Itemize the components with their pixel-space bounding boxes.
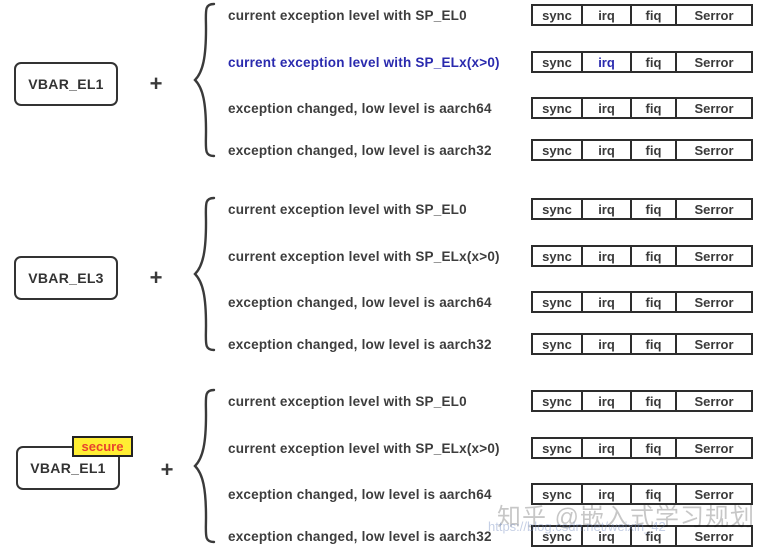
vector-table: sync irq fiq Serror [531, 245, 753, 267]
cell-fiq: fiq [630, 527, 675, 545]
cell-sync: sync [542, 336, 572, 352]
register-name: VBAR_EL3 [28, 270, 104, 286]
cell-sync: sync [542, 486, 572, 502]
cell-sync: sync [542, 7, 572, 23]
curly-brace-icon [193, 388, 216, 544]
cell-irq: irq [581, 392, 630, 410]
vector-table: sync irq fiq Serror [531, 139, 753, 161]
cell-sync: sync [542, 393, 572, 409]
vector-table: sync irq fiq Serror [531, 97, 753, 119]
exception-row: current exception level with SP_EL0 sync… [228, 198, 753, 220]
exception-label: exception changed, low level is aarch32 [228, 142, 492, 158]
exception-row: exception changed, low level is aarch64 … [228, 291, 753, 313]
cell-fiq: fiq [630, 392, 675, 410]
secure-badge: secure [72, 436, 133, 457]
cell-irq: irq [581, 6, 630, 24]
vector-table: sync irq fiq Serror [531, 4, 753, 26]
cell-irq: irq [581, 439, 630, 457]
cell-serror: Serror [675, 141, 751, 159]
exception-label: current exception level with SP_EL0 [228, 393, 467, 409]
register-name: VBAR_EL1 [28, 76, 104, 92]
exception-label: current exception level with SP_EL0 [228, 201, 467, 217]
vector-table: sync irq fiq Serror [531, 198, 753, 220]
exception-label: current exception level with SP_ELx(x>0) [228, 440, 500, 456]
exception-label: exception changed, low level is aarch64 [228, 486, 492, 502]
cell-serror: Serror [675, 53, 751, 71]
cell-fiq: fiq [630, 485, 675, 503]
exception-label-highlighted: current exception level with SP_ELx(x>0) [228, 54, 500, 70]
cell-fiq: fiq [630, 141, 675, 159]
vector-table: sync irq fiq Serror [531, 51, 753, 73]
exception-label: exception changed, low level is aarch64 [228, 294, 492, 310]
cell-fiq: fiq [630, 335, 675, 353]
cell-fiq: fiq [630, 53, 675, 71]
exception-row: current exception level with SP_ELx(x>0)… [228, 51, 753, 73]
exception-row: current exception level with SP_ELx(x>0)… [228, 437, 753, 459]
vector-table: sync irq fiq Serror [531, 437, 753, 459]
exception-label: exception changed, low level is aarch32 [228, 528, 492, 544]
cell-serror: Serror [675, 335, 751, 353]
cell-sync: sync [542, 142, 572, 158]
exception-row: exception changed, low level is aarch32 … [228, 525, 753, 547]
vector-table: sync irq fiq Serror [531, 390, 753, 412]
exception-row: current exception level with SP_EL0 sync… [228, 4, 753, 26]
vector-table: sync irq fiq Serror [531, 525, 753, 547]
plus-operator: + [149, 71, 163, 96]
register-box: VBAR_EL1 [14, 62, 118, 106]
exception-row: exception changed, low level is aarch32 … [228, 139, 753, 161]
cell-sync: sync [542, 294, 572, 310]
cell-sync: sync [542, 54, 572, 70]
curly-brace-icon [193, 196, 216, 352]
cell-irq: irq [581, 293, 630, 311]
cell-irq-highlighted: irq [581, 53, 630, 71]
cell-sync: sync [542, 248, 572, 264]
cell-irq: irq [581, 527, 630, 545]
cell-irq: irq [581, 141, 630, 159]
cell-serror: Serror [675, 6, 751, 24]
cell-fiq: fiq [630, 439, 675, 457]
cell-serror: Serror [675, 392, 751, 410]
cell-serror: Serror [675, 527, 751, 545]
cell-serror: Serror [675, 200, 751, 218]
register-box: VBAR_EL3 [14, 256, 118, 300]
exception-row: exception changed, low level is aarch64 … [228, 483, 753, 505]
exception-row: current exception level with SP_EL0 sync… [228, 390, 753, 412]
exception-row: current exception level with SP_ELx(x>0)… [228, 245, 753, 267]
cell-serror: Serror [675, 247, 751, 265]
vector-table: sync irq fiq Serror [531, 333, 753, 355]
cell-sync: sync [542, 100, 572, 116]
vector-table: sync irq fiq Serror [531, 291, 753, 313]
cell-serror: Serror [675, 293, 751, 311]
plus-operator: + [160, 457, 174, 482]
cell-fiq: fiq [630, 6, 675, 24]
cell-fiq: fiq [630, 293, 675, 311]
exception-row: exception changed, low level is aarch32 … [228, 333, 753, 355]
cell-fiq: fiq [630, 247, 675, 265]
vbar-el1-group: VBAR_EL1 + current exception level with … [0, 0, 764, 166]
cell-sync: sync [542, 440, 572, 456]
vbar-el1-secure-group: secure VBAR_EL1 + current exception leve… [0, 386, 764, 552]
cell-irq: irq [581, 247, 630, 265]
exception-label: current exception level with SP_EL0 [228, 7, 467, 23]
register-name: VBAR_EL1 [30, 460, 106, 476]
curly-brace-icon [193, 2, 216, 158]
cell-fiq: fiq [630, 200, 675, 218]
exception-label: exception changed, low level is aarch64 [228, 100, 492, 116]
vbar-el3-group: VBAR_EL3 + current exception level with … [0, 194, 764, 360]
cell-serror: Serror [675, 99, 751, 117]
exception-label: current exception level with SP_ELx(x>0) [228, 248, 500, 264]
cell-sync: sync [542, 201, 572, 217]
vector-table: sync irq fiq Serror [531, 483, 753, 505]
cell-irq: irq [581, 485, 630, 503]
cell-fiq: fiq [630, 99, 675, 117]
exception-label: exception changed, low level is aarch32 [228, 336, 492, 352]
cell-serror: Serror [675, 485, 751, 503]
cell-serror: Serror [675, 439, 751, 457]
cell-irq: irq [581, 99, 630, 117]
cell-irq: irq [581, 200, 630, 218]
cell-irq: irq [581, 335, 630, 353]
plus-operator: + [149, 265, 163, 290]
cell-sync: sync [542, 528, 572, 544]
exception-row: exception changed, low level is aarch64 … [228, 97, 753, 119]
